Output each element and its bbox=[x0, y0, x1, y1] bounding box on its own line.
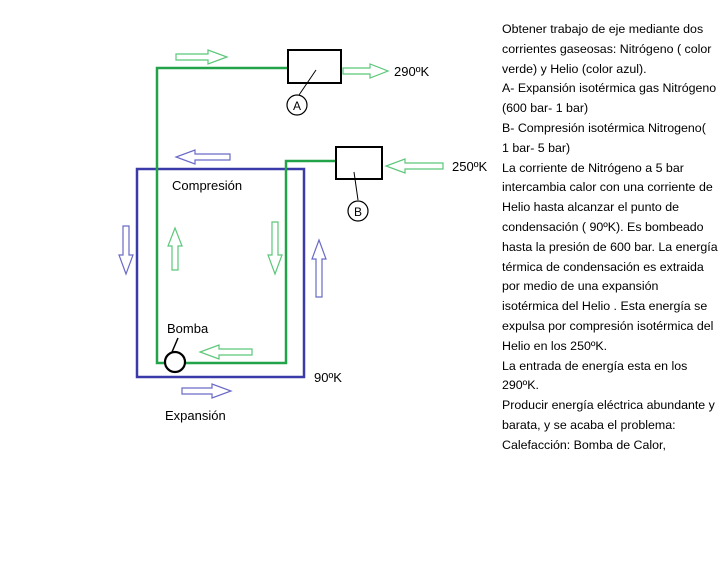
description-line: por medio de una expansión bbox=[502, 279, 659, 294]
arrow-down-icon bbox=[118, 225, 134, 276]
description-line: isotérmica del Helio . Esta energía se bbox=[502, 299, 708, 314]
arrow-left-icon bbox=[174, 149, 231, 165]
compressor-b-tag bbox=[347, 200, 369, 222]
description-line: Obtener trabajo de eje mediante dos bbox=[502, 22, 704, 36]
label-a: A bbox=[293, 99, 301, 113]
arrow-down-icon bbox=[267, 221, 283, 276]
description-line: verde) y Helio (color azul). bbox=[502, 61, 647, 76]
description-line: B- Compresión isotérmica Nitrogeno( bbox=[502, 120, 706, 135]
temp-90-label: 90ºK bbox=[314, 370, 342, 385]
arrow-up-icon bbox=[311, 238, 327, 298]
description-line: Calefacción: Bomba de Calor, bbox=[502, 437, 666, 452]
compressor-b-box bbox=[335, 146, 383, 180]
expander-a-box bbox=[287, 49, 342, 84]
description-line: Helio hasta alcanzar el punto de bbox=[502, 200, 680, 215]
description-line: Helio en los 250ºK. bbox=[502, 338, 608, 353]
expander-a-leader bbox=[298, 69, 317, 96]
description-line: 1 bar- 5 bar) bbox=[502, 140, 571, 155]
label-b: B bbox=[354, 205, 362, 219]
expander-a-tag bbox=[286, 94, 308, 116]
arrow-right-icon bbox=[342, 63, 390, 79]
arrow-left-icon bbox=[198, 344, 253, 360]
description-line: corrientes gaseosas: Nitrógeno ( color bbox=[502, 41, 712, 56]
description-line: La entrada de energía esta en los bbox=[502, 358, 688, 373]
description-line: La corriente de Nitrógeno a 5 bar bbox=[502, 160, 684, 175]
description-line: Producir energía eléctrica abundante y bbox=[502, 398, 715, 413]
description-text: Obtener trabajo de eje mediante dos corri… bbox=[502, 20, 724, 456]
temp-250-label: 250ºK bbox=[452, 159, 487, 174]
bomba-label: Bomba bbox=[167, 321, 209, 336]
description-line: A- Expansión isotérmica gas Nitrógeno bbox=[502, 81, 717, 96]
nitrogen-line-main bbox=[155, 66, 336, 365]
description-line: 290ºK. bbox=[502, 378, 539, 393]
description-line: hasta la presión de 600 bar. La energía bbox=[502, 239, 718, 254]
description-line: térmica de condensación es extraida bbox=[502, 259, 704, 274]
description-line: intercambia calor con una corriente de bbox=[502, 180, 713, 195]
arrow-right-icon bbox=[181, 383, 233, 399]
compressor-b-leader bbox=[353, 171, 359, 201]
description-line: condensación ( 90ºK). Es bombeado bbox=[502, 219, 704, 234]
description-line: (600 bar- 1 bar) bbox=[502, 101, 589, 116]
temp-290-label: 290ºK bbox=[394, 64, 429, 79]
pump-icon bbox=[163, 350, 187, 374]
expansion-label: Expansión bbox=[165, 408, 226, 423]
arrow-left-icon bbox=[384, 158, 444, 174]
pump-leader bbox=[171, 337, 179, 353]
arrow-up-icon bbox=[167, 226, 183, 271]
helium-loop bbox=[135, 167, 306, 379]
compresion-label: Compresión bbox=[172, 178, 242, 193]
arrow-right-icon bbox=[175, 49, 229, 65]
description-line: expulsa por compresión isotérmica del bbox=[502, 318, 714, 333]
description-line: barata, y se acaba el problema: bbox=[502, 417, 676, 432]
